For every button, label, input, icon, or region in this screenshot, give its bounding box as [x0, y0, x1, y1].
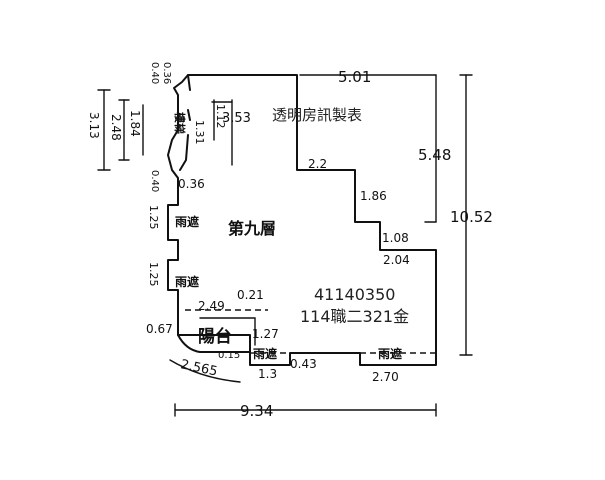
- dim-balc-side: 0.67: [146, 322, 173, 336]
- dim-top-small2: 0.36: [161, 62, 172, 84]
- dim-balc-h: 1.27: [252, 327, 279, 341]
- dim-balc-small: 0.15: [218, 350, 240, 361]
- dim-arc-balcony: [169, 359, 241, 383]
- balcony-inner: [199, 317, 256, 346]
- dim-balc-top: 2.49: [198, 299, 225, 313]
- room-label-balcony: 陽台: [198, 326, 232, 347]
- dim-top-small: 0.40: [149, 62, 160, 84]
- header-title: 透明房訊製表: [272, 106, 362, 124]
- dim-step1: 2.2: [308, 157, 327, 171]
- dim-bot-mid2: 1.3: [258, 367, 277, 381]
- dim-bottom-total: 9.34: [240, 402, 273, 420]
- room-label-stair: 樓梯: [173, 112, 187, 134]
- dim-left-c: 1.84: [128, 110, 142, 137]
- room-label-rain-left1: 雨遮: [175, 214, 199, 229]
- dim-right-upper: 5.48: [418, 146, 451, 164]
- dim-stair-w: 3.53: [222, 111, 251, 126]
- dim-balc-arc: 2.565: [179, 357, 219, 379]
- dim-step4: 2.04: [383, 253, 410, 267]
- case-ref: 114職二321金: [300, 307, 409, 326]
- dim-left-rain2: 1.25: [147, 262, 160, 287]
- room-label-rain-bottom: 雨遮: [378, 346, 402, 361]
- dim-bot-mid: 0.43: [290, 357, 317, 371]
- dim-left-rain1: 1.25: [147, 205, 160, 230]
- floor-outline: [167, 74, 437, 366]
- room-label-main: 第九層: [228, 219, 276, 238]
- balcony-outline: [177, 334, 251, 353]
- dim-right-total: 10.52: [450, 208, 493, 226]
- dim-top: 5.01: [338, 68, 371, 86]
- dim-balc-dash: 0.21: [237, 288, 264, 302]
- dim-bot-right: 2.70: [372, 370, 399, 384]
- dim-mid-a: 0.40: [149, 170, 160, 192]
- dim-step3: 1.08: [382, 231, 409, 245]
- dim-left-b: 2.48: [109, 114, 123, 141]
- case-id: 41140350: [314, 285, 395, 304]
- room-label-rain-left2: 雨遮: [175, 274, 199, 289]
- dim-stair-h: 1.12: [214, 104, 227, 129]
- dim-left-a: 3.13: [87, 112, 101, 139]
- dim-step2: 1.86: [360, 189, 387, 203]
- stair-core: [179, 74, 191, 171]
- dim-mid-b: 0.36: [178, 177, 205, 191]
- dim-stair-d: 1.31: [193, 120, 206, 145]
- room-label-rain-mid: 雨遮: [253, 346, 277, 361]
